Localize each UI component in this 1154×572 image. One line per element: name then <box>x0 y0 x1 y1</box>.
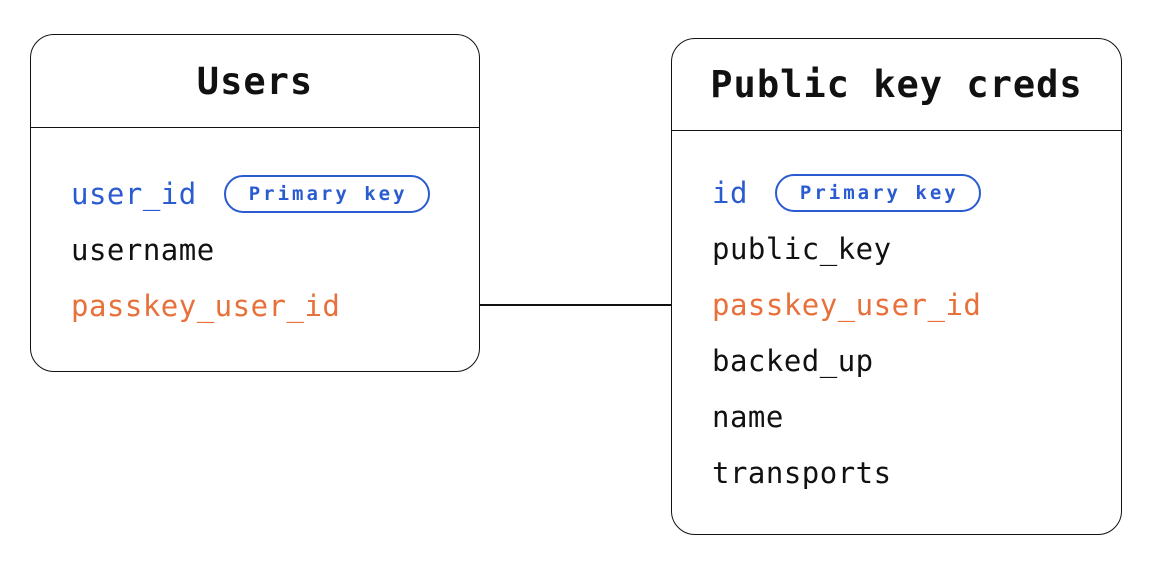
table-users: Users user_id Primary key username passk… <box>30 34 480 372</box>
table-users-fields: user_id Primary key username passkey_use… <box>31 128 479 371</box>
field-name: transports <box>712 455 892 490</box>
field-name: username <box>71 232 215 267</box>
field-row: name <box>712 389 1121 445</box>
relationship-connector <box>480 304 671 306</box>
field-name: id <box>712 175 748 210</box>
field-name: public_key <box>712 231 892 266</box>
field-row: public_key <box>712 221 1121 277</box>
field-row: id Primary key <box>712 165 1121 221</box>
field-row: username <box>71 222 479 278</box>
table-public-key-creds-fields: id Primary key public_key passkey_user_i… <box>672 131 1121 534</box>
table-title: Public key creds <box>710 63 1083 106</box>
field-name: passkey_user_id <box>71 288 341 323</box>
field-row: user_id Primary key <box>71 166 479 222</box>
field-row: backed_up <box>712 333 1121 389</box>
field-name: user_id <box>71 176 197 211</box>
table-title: Users <box>196 59 314 103</box>
table-users-header: Users <box>31 35 479 128</box>
table-public-key-creds-header: Public key creds <box>672 39 1121 131</box>
field-name: backed_up <box>712 343 874 378</box>
primary-key-badge: Primary key <box>223 174 430 213</box>
field-row: transports <box>712 445 1121 501</box>
field-name: name <box>712 399 784 434</box>
field-name: passkey_user_id <box>712 287 982 322</box>
field-row: passkey_user_id <box>712 277 1121 333</box>
primary-key-badge: Primary key <box>774 173 981 212</box>
field-row: passkey_user_id <box>71 278 479 334</box>
table-public-key-creds: Public key creds id Primary key public_k… <box>671 38 1122 535</box>
